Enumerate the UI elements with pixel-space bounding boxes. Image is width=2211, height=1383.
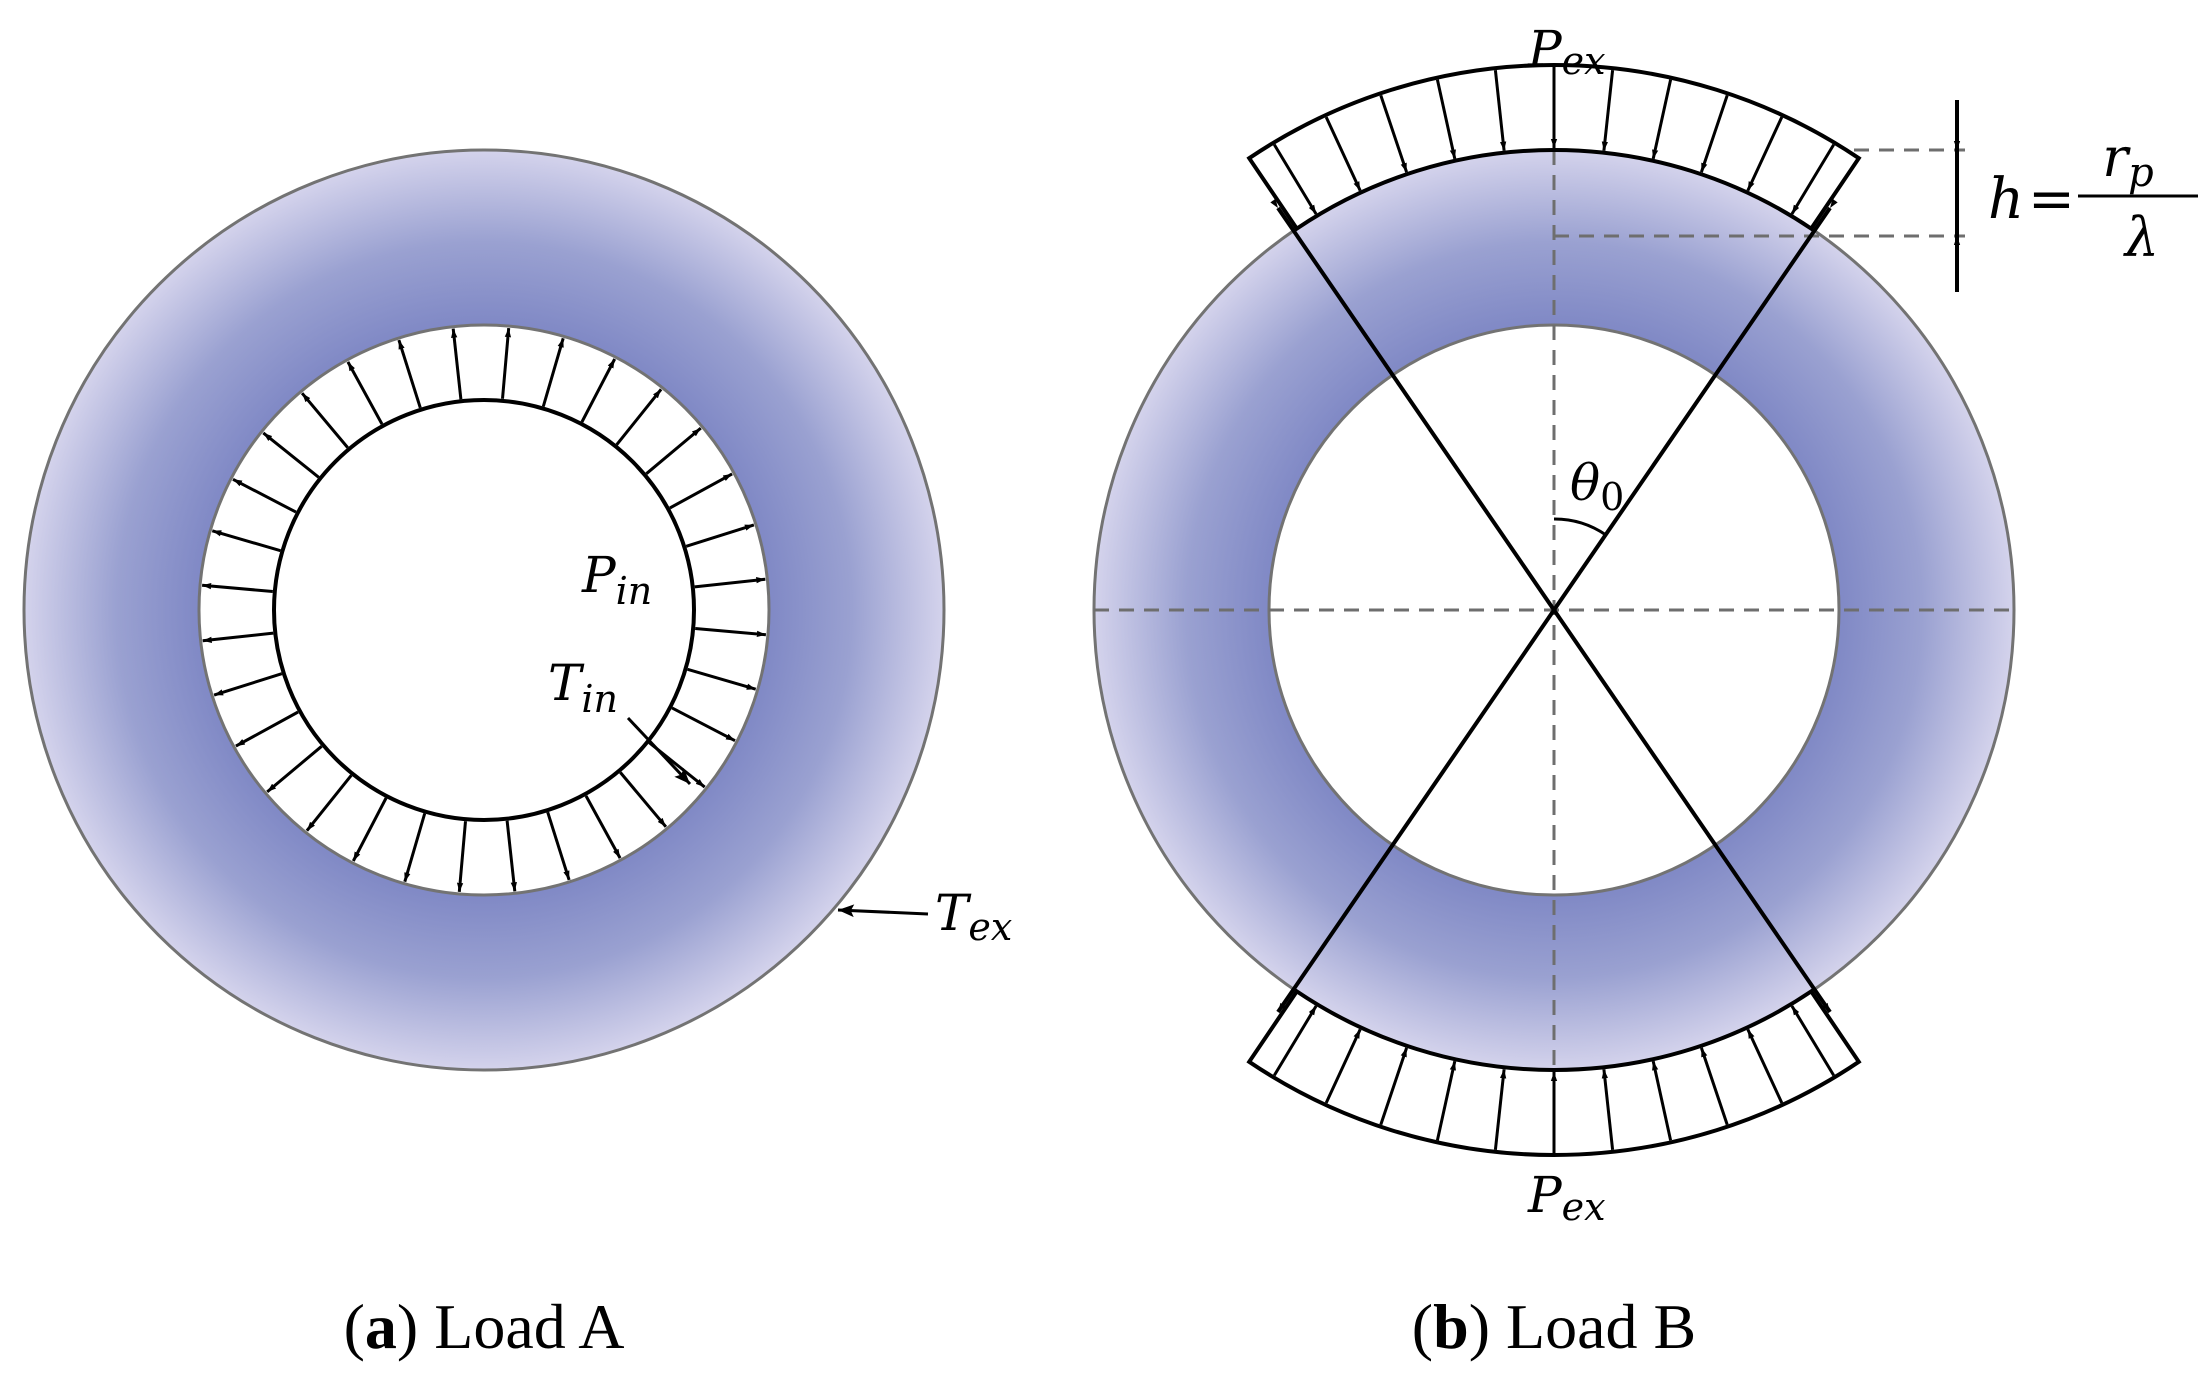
pressure-arrow <box>232 477 297 514</box>
pressure-arrow <box>645 426 702 475</box>
pressure-arrow <box>615 388 663 446</box>
pressure-arrow <box>1493 70 1507 151</box>
label-rp: rp <box>2102 126 2153 196</box>
pressure-arrow <box>262 431 320 479</box>
theta-arc <box>1553 517 1607 537</box>
pressure-arrow <box>1435 1060 1457 1141</box>
label-eq: = <box>2028 167 2075 232</box>
pressure-arrow <box>1273 1005 1318 1077</box>
label-p-ex-bottom: Pex <box>1527 1166 1606 1229</box>
pressure-arrow <box>403 813 427 883</box>
label-theta: θ0 <box>1570 454 1624 519</box>
pressure-arrow <box>1493 1069 1507 1150</box>
tex-leader <box>837 904 929 918</box>
pressure-arrow <box>1324 1028 1362 1104</box>
pressure-arrow <box>1601 70 1615 151</box>
pressure-arrow <box>235 710 299 748</box>
panel-b: Pex Pex θ0 h = rp λ (b) Load B <box>1092 20 2198 1362</box>
pressure-arrow <box>505 820 517 892</box>
pressure-arrow <box>1699 1047 1729 1126</box>
pressure-arrow <box>541 337 565 407</box>
pressure-arrow <box>1435 79 1457 160</box>
pressure-arrow <box>546 811 571 881</box>
pressure-arrow <box>669 472 733 510</box>
pressure-arrow <box>1699 94 1729 173</box>
pressure-arrow <box>695 627 767 638</box>
pressure-arrow <box>584 795 622 859</box>
pressure-arrow <box>351 797 388 862</box>
ring-a-inner-contour <box>272 398 696 822</box>
h-dimension <box>1953 100 2198 292</box>
pressure-arrow <box>685 523 755 548</box>
pressure-arrow <box>451 328 463 400</box>
pressure-arrow <box>300 392 349 449</box>
pressure-arrow <box>1746 1028 1784 1104</box>
pressure-arrow <box>305 774 353 832</box>
pressure-arrow <box>202 631 274 643</box>
pressure-arrow <box>501 327 512 399</box>
pressure-arrow <box>1601 1069 1615 1150</box>
label-t-in: Tin <box>548 654 618 721</box>
label-h: h <box>1988 167 2024 232</box>
panel-a: Pin Tin Tex (a) Load A <box>22 148 1012 1362</box>
label-lambda: λ <box>2123 206 2159 269</box>
pressure-arrow <box>687 667 757 691</box>
pressure-arrow <box>619 771 668 828</box>
pressure-arrow <box>1790 1005 1835 1077</box>
pressure-arrow <box>1379 94 1409 173</box>
caption-a: (a) Load A <box>344 1291 625 1362</box>
label-t-ex: Tex <box>935 884 1012 949</box>
caption-b: (b) Load B <box>1412 1291 1696 1362</box>
pressure-arrow <box>1651 1060 1673 1141</box>
label-p-ex-top: Pex <box>1527 20 1606 83</box>
x-line-2 <box>1276 198 1838 1014</box>
pressure-arrows-in <box>201 327 767 893</box>
pressure-arrow <box>213 672 283 697</box>
pressure-arrow <box>456 821 467 893</box>
label-p-in: Pin <box>581 546 652 613</box>
pressure-arrow <box>397 339 422 409</box>
pressure-arrow <box>580 358 617 423</box>
tin-leader <box>626 716 692 786</box>
pressure-arrow <box>201 582 273 593</box>
pressure-arrow <box>211 529 281 553</box>
pressure-arrow <box>1379 1047 1409 1126</box>
pressure-arrow <box>346 361 384 425</box>
pressure-arrow <box>1746 116 1784 192</box>
pressure-arrows-ex <box>1273 67 1835 1153</box>
pressure-arrow <box>1324 116 1362 192</box>
pressure-arrow <box>694 577 766 589</box>
pressure-arrow <box>671 706 736 743</box>
pressure-arrow <box>1651 79 1673 160</box>
pressure-arrow <box>266 745 323 794</box>
